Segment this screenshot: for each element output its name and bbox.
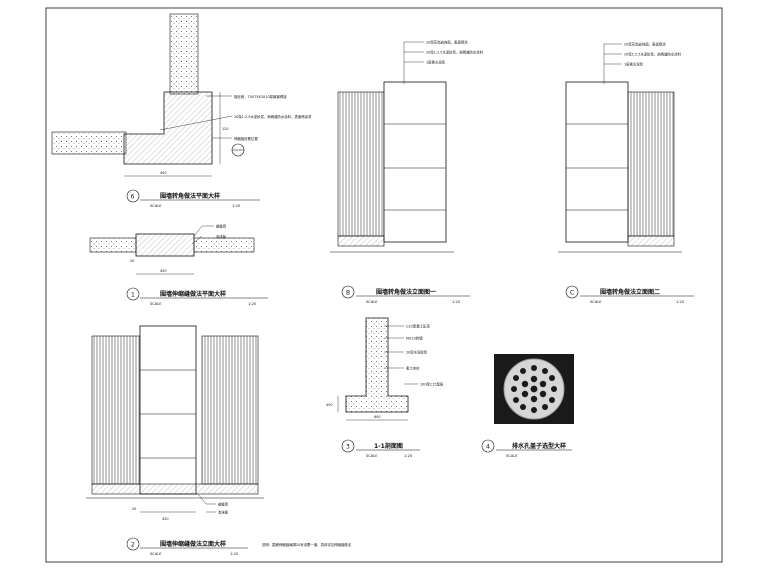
section-dim-1: 600	[374, 415, 380, 419]
elev-2-fence-right	[201, 335, 259, 485]
section-ann-1: C20混凝土压顶	[406, 324, 430, 329]
detail-6-ratio: 1:20	[232, 204, 241, 208]
elev-b-fence	[337, 91, 385, 237]
detail-2-ratio: 1:20	[230, 552, 239, 556]
elev-2-fence-left	[91, 335, 141, 485]
detail-3-bubble	[341, 439, 355, 453]
general-note: 说明：围墙伸缩缝每隔20米设置一道，具体详见伸缩缝做法	[262, 542, 352, 547]
detail-1-joint-plan: 嵌缝膏 泡沫板 450 20 1 围墙伸缩缝做法平面大样 SCALE 1:20	[89, 224, 268, 306]
detail-c-ratio: 1:20	[676, 300, 685, 304]
detail-3-section: C20混凝土压顶 MU10砖墙 20厚水泥砂浆 素土夯实 100厚C15垫层 6…	[326, 317, 444, 458]
elev-2-base	[91, 483, 259, 495]
corner-plan-ann-1: 钢丝网，75X75X3X10厚扁钢焊接	[234, 94, 287, 99]
elev-b-ann-3: 1层素水泥浆	[426, 60, 446, 65]
joint-wall-left	[89, 237, 137, 253]
detail-b-title: 围墙转角做法立面图一	[376, 288, 436, 296]
sheet-border	[45, 7, 723, 563]
detail-3-scale: SCALE	[366, 454, 378, 458]
joint-plan-dim-1: 450	[160, 269, 166, 273]
corner-plan-dim-2: 120	[222, 127, 228, 131]
joint-wall-right	[193, 237, 255, 253]
section-outline	[345, 317, 409, 413]
drain-holes	[511, 365, 557, 413]
detail-4-drain-cover: 4 排水孔盖子选型大样 SCALE	[481, 354, 574, 458]
elev-2-dim-1: 20	[132, 507, 136, 511]
elev-c-pillar	[565, 81, 629, 243]
detail-2-joint-elevation: 嵌缝膏 泡沫板 20 450 2 围墙伸缩缝做法立面大样 SCALE 1:20	[86, 325, 264, 556]
detail-3-number: 3	[346, 444, 350, 451]
detail-c-number: C	[570, 290, 574, 297]
elev-2-leader-1	[197, 493, 207, 505]
detail-c-bubble	[565, 285, 579, 299]
joint-plan-ann-2: 泡沫板	[216, 234, 227, 239]
detail-2-number: 2	[131, 542, 135, 549]
section-ann-5: 100厚C15垫层	[420, 382, 444, 387]
elev-b-pillar	[383, 81, 447, 243]
detail-3-title: 1-1剖面图	[374, 442, 403, 450]
detail-c-title: 围墙转角做法立面图二	[600, 288, 660, 296]
detail-4-title: 排水孔盖子选型大样	[512, 442, 566, 450]
section-ann-4: 素土夯实	[406, 366, 420, 371]
joint-leader-2	[191, 235, 203, 245]
detail-2-scale: SCALE	[150, 552, 162, 556]
detail-3-ratio: 1:20	[404, 454, 413, 458]
detail-4-number: 4	[486, 444, 490, 451]
detail-1-bubble	[126, 287, 140, 301]
corner-plan-ann-3: 伸缩缝设置位置	[234, 136, 258, 141]
detail-4-bubble	[481, 439, 495, 453]
detail-1-number: 1	[131, 292, 135, 299]
corner-plan-dim-1: 450	[160, 171, 166, 175]
joint-plan-ann-1: 嵌缝膏	[216, 224, 227, 229]
detail-2-title: 围墙伸缩缝做法立面大样	[160, 540, 226, 548]
elev-c-ann-1: 20厚花岗岩饰面，表面喷涂	[624, 42, 666, 47]
elev-c-base	[627, 235, 675, 247]
detail-1-scale: SCALE	[150, 302, 162, 306]
detail-b-elevation: 20厚花岗岩饰面，表面喷涂 20厚1:2.5水泥砂浆，刷两道防水涂料 1层素水泥…	[330, 40, 484, 304]
detail-2-bubble	[126, 537, 140, 551]
section-ann-3: 20厚水泥砂浆	[406, 350, 428, 355]
detail-b-bubble	[341, 285, 355, 299]
detail-6-number: 6	[131, 194, 135, 201]
detail-1-ratio: 1:20	[248, 302, 257, 306]
wall-vertical	[169, 13, 199, 95]
detail-6-bubble	[126, 189, 140, 203]
joint-leader-1	[193, 225, 203, 237]
joint-plan-dim-2: 20	[130, 259, 134, 263]
detail-b-number: B	[346, 290, 350, 297]
elev-c-ann-3: 1层素水泥浆	[624, 62, 644, 67]
elev-2-ann-2: 泡沫板	[218, 510, 229, 515]
detail-b-ratio: 1:20	[452, 300, 461, 304]
elev-2-pillar	[139, 325, 197, 495]
detail-1-title: 围墙伸缩缝做法平面大样	[160, 290, 226, 298]
elev-2-dim-2: 450	[162, 517, 168, 521]
elev-b-ann-2: 20厚1:2.5水泥砂浆，刷两道防水涂料	[426, 50, 484, 55]
corner-plan-ann-2: 20厚1:2.5水泥砂浆，刷两道防水涂料，表面喷涂漆	[234, 114, 312, 119]
detail-6-title: 围墙转角做法平面大样	[160, 192, 220, 200]
section-ann-2: MU10砖墙	[406, 336, 423, 341]
elev-c-fence	[627, 91, 675, 237]
elev-c-ann-2: 20厚1:2.5水泥砂浆，刷两道防水涂料	[624, 52, 682, 57]
detail-6-scale: SCALE	[150, 204, 162, 208]
joint-footing	[135, 233, 195, 257]
elev-2-ann-1: 嵌缝膏	[218, 502, 229, 507]
detail-c-elevation: 20厚花岗岩饰面，表面喷涂 20厚1:2.5水泥砂浆，刷两道防水涂料 1层素水泥…	[558, 42, 694, 304]
elev-b-base	[337, 235, 385, 247]
detail-4-scale: SCALE	[506, 454, 518, 458]
detail-b-scale: SCALE	[366, 300, 378, 304]
detail-c-scale: SCALE	[590, 300, 602, 304]
wall-horizontal	[51, 131, 127, 155]
section-dim-2: 450	[326, 403, 332, 407]
elev-b-ann-1: 20厚花岗岩饰面，表面喷涂	[426, 40, 468, 45]
corner-footing	[123, 91, 213, 165]
detail-6-corner-plan: 钢丝网，75X75X3X10厚扁钢焊接 20厚1:2.5水泥砂浆，刷两道防水涂料…	[51, 13, 312, 208]
